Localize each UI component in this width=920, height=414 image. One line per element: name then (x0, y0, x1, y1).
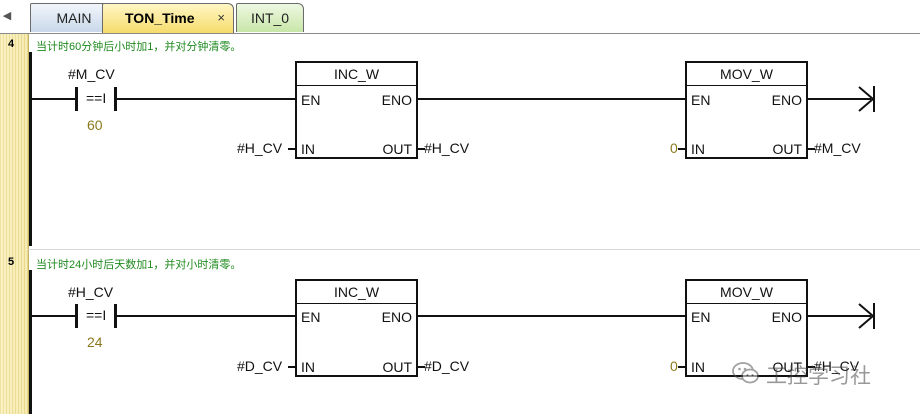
tab-scroll-left-icon[interactable]: ◀ (2, 10, 12, 22)
contact-right-bar (114, 304, 117, 328)
block-title-divider (687, 303, 806, 304)
pin-in: IN (301, 141, 315, 157)
tab-main-label: MAIN (56, 10, 92, 26)
block-title: INC_W (333, 284, 380, 300)
pin-en: EN (301, 92, 321, 108)
pin-in: IN (301, 359, 315, 375)
rung-wire (417, 315, 687, 317)
pin-wire (417, 148, 425, 150)
out-operand[interactable]: #H_CV (814, 358, 860, 374)
pin-en: EN (691, 92, 711, 108)
pin-wire (807, 148, 815, 150)
pin-eno: ENO (771, 309, 802, 325)
pin-wire (807, 366, 815, 368)
pin-in: IN (691, 141, 705, 157)
pin-in: IN (691, 359, 705, 375)
pin-eno: ENO (381, 309, 412, 325)
pin-wire (678, 148, 686, 150)
network-separator (28, 249, 920, 250)
contact-right-bar (114, 87, 117, 111)
block-title: INC_W (333, 66, 380, 82)
out-operand[interactable]: #H_CV (424, 140, 470, 156)
tab-ton-time[interactable]: TON_Time × (102, 3, 234, 33)
pin-out: OUT (382, 141, 412, 157)
compare-operand[interactable]: #H_CV (68, 284, 114, 300)
block-title-divider (297, 303, 416, 304)
rung-end-arrow-icon (858, 86, 875, 112)
pin-eno: ENO (771, 92, 802, 108)
in-operand[interactable]: #D_CV (237, 358, 283, 374)
out-operand[interactable]: #M_CV (814, 140, 861, 156)
rung-wire (117, 98, 297, 100)
pin-out: OUT (382, 359, 412, 375)
block-title-divider (297, 85, 416, 86)
network-comment[interactable]: 当计时24小时后天数加1，并对小时清零。 (36, 259, 242, 271)
rung-wire (807, 315, 871, 317)
block-title-divider (687, 85, 806, 86)
pin-en: EN (691, 309, 711, 325)
compare-operator[interactable]: ==I (86, 90, 107, 106)
rung-wire (417, 98, 687, 100)
inc-w-block[interactable]: INC_W EN ENO IN OUT (295, 279, 418, 377)
pin-wire (417, 366, 425, 368)
tab-int0-label: INT_0 (250, 10, 290, 26)
rung-wire (32, 315, 76, 317)
rung-end-arrow-icon (858, 303, 875, 329)
compare-operand[interactable]: #M_CV (68, 66, 115, 82)
inc-w-block[interactable]: INC_W EN ENO IN OUT (295, 61, 418, 159)
pin-wire (678, 366, 686, 368)
block-title: MOV_W (720, 66, 773, 82)
power-rail (29, 52, 32, 246)
in-operand[interactable]: 0 (670, 358, 678, 374)
out-operand[interactable]: #D_CV (424, 358, 470, 374)
power-rail (29, 270, 32, 414)
tab-ton-time-label: TON_Time (125, 10, 195, 26)
rung-wire (32, 98, 76, 100)
pin-out: OUT (772, 359, 802, 375)
pin-eno: ENO (381, 92, 412, 108)
compare-value[interactable]: 60 (87, 117, 103, 133)
in-operand[interactable]: #H_CV (237, 140, 283, 156)
wechat-icon (732, 362, 759, 384)
pin-out: OUT (772, 141, 802, 157)
pin-wire (288, 148, 296, 150)
network-number: 5 (8, 256, 15, 268)
watermark-text: 工控学习社 (766, 365, 871, 388)
watermark: 工控学习社 (732, 358, 892, 388)
network-gutter (0, 34, 29, 414)
editor-tab-bar: ◀ MAIN INT_0 TON_Time × (0, 0, 920, 34)
in-operand[interactable]: 0 (670, 140, 678, 156)
network-number: 4 (8, 38, 15, 50)
compare-value[interactable]: 24 (87, 334, 103, 350)
pin-wire (288, 366, 296, 368)
tab-int0[interactable]: INT_0 (236, 3, 304, 32)
network-comment[interactable]: 当计时60分钟后小时加1，并对分钟清零。 (36, 41, 242, 53)
contact-left-bar (75, 304, 78, 328)
tab-close-icon[interactable]: × (217, 10, 225, 25)
contact-left-bar (75, 87, 78, 111)
rung-wire (807, 98, 871, 100)
pin-en: EN (301, 309, 321, 325)
compare-operator[interactable]: ==I (86, 307, 107, 323)
block-title: MOV_W (720, 284, 773, 300)
rung-wire (117, 315, 297, 317)
mov-w-block[interactable]: MOV_W EN ENO IN OUT (685, 61, 808, 159)
